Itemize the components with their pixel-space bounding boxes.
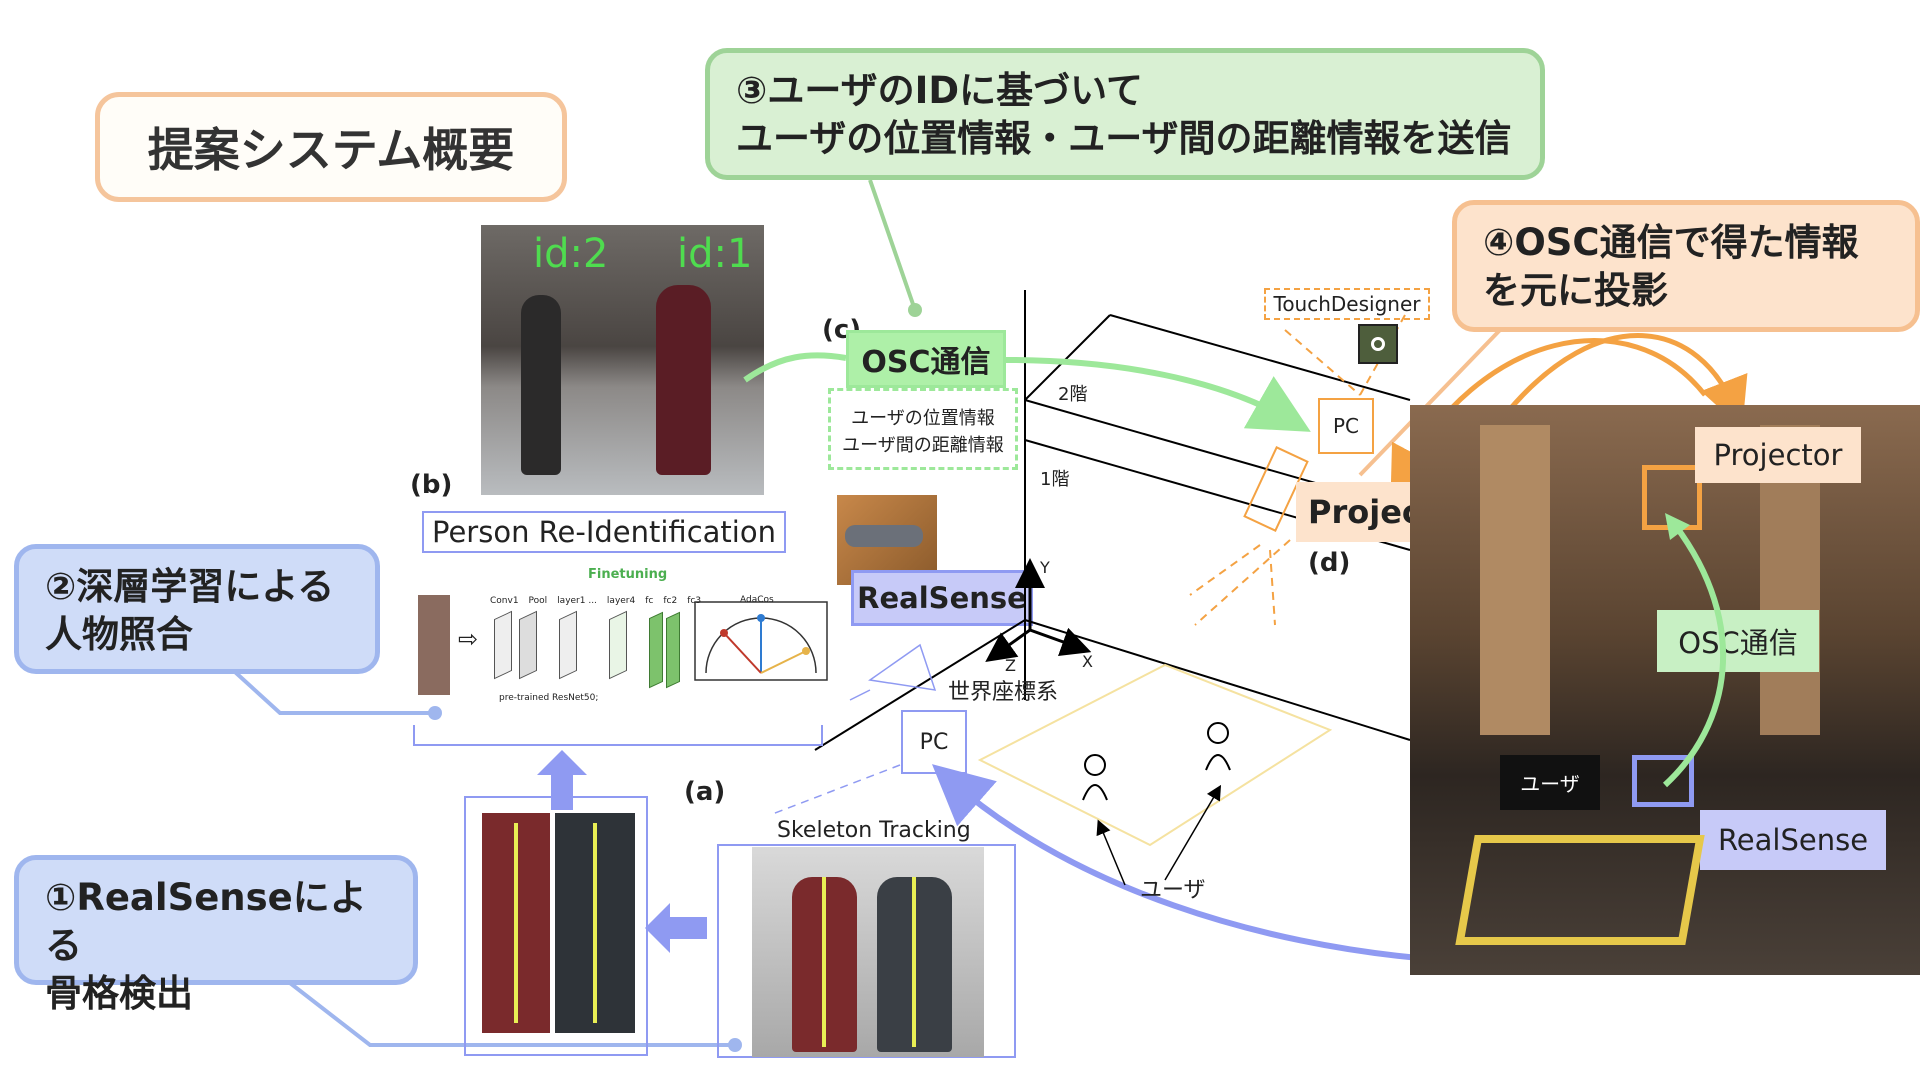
finetuning-label: Finetuning	[588, 567, 668, 582]
layer-label-row: Conv1 Pool layer1 ... layer4 fc fc2 fc3	[490, 596, 701, 606]
user-label: ユーザ	[1140, 878, 1206, 903]
green-arrow-icon	[1662, 513, 1727, 788]
callout-line: 人物照合	[45, 613, 193, 656]
page-title: 提案システム概要	[95, 92, 567, 202]
id-label: id:2	[533, 231, 609, 277]
osc-center-box: OSC通信	[846, 330, 1006, 388]
callout-line: ④OSC通信で得た情報	[1483, 221, 1859, 264]
layer-label: layer4	[606, 596, 636, 606]
callout-line: ③ユーザのIDに基づいて	[736, 69, 1143, 112]
skeleton-crop	[482, 813, 550, 1033]
skeleton-title: Skeleton Tracking	[777, 818, 971, 843]
layer-label: fc3	[687, 596, 702, 606]
layer-label: fc	[645, 596, 654, 606]
callout-reid: ②深層学習による 人物照合	[14, 544, 380, 674]
pc-top-box: PC	[1318, 398, 1374, 454]
callout-line: ユーザの位置情報・ユーザ間の距離情報を送信	[736, 117, 1512, 160]
camera-body	[845, 525, 923, 547]
user-photo-label: ユーザ	[1520, 772, 1580, 796]
projector-photo-label: Projector	[1695, 427, 1861, 483]
axis-z-label: Z	[1005, 656, 1016, 675]
user-screen: ユーザ	[1500, 755, 1600, 810]
skeleton-photo	[752, 847, 984, 1057]
skeleton-crop	[555, 813, 635, 1033]
up-arrow-icon	[537, 750, 587, 810]
callout-line: ②深層学習による	[45, 565, 335, 608]
skeleton-line	[593, 823, 597, 1023]
skeleton-line	[514, 823, 518, 1023]
realsense-center-box: RealSense	[851, 570, 1033, 626]
pc-box: PC	[901, 710, 967, 774]
realsense-photo-label: RealSense	[1700, 810, 1886, 870]
floor-2-label: 2階	[1058, 384, 1088, 405]
callout-skeleton: ①RealSenseによる 骨格検出	[14, 855, 418, 1015]
osc-info-box: ユーザの位置情報 ユーザ間の距離情報	[828, 388, 1018, 470]
adacos-label: AdaCos	[740, 595, 774, 605]
skeleton-line	[822, 877, 826, 1047]
layer-label: layer1 ...	[557, 596, 597, 606]
label-d: (d)	[1308, 548, 1351, 578]
touchdesigner-icon-inner	[1371, 337, 1385, 351]
label-a: (a)	[684, 777, 726, 807]
realsense-marker	[1632, 755, 1694, 807]
building-column	[1480, 425, 1550, 735]
person-figure	[521, 295, 561, 475]
osc-info-line: ユーザの位置情報	[851, 408, 995, 429]
reid-photo: id:2 id:1	[481, 225, 764, 495]
input-person	[418, 595, 450, 695]
axis-y-label: Y	[1040, 558, 1050, 577]
layer-label: Pool	[528, 596, 548, 606]
osc-photo-label: OSC通信	[1657, 610, 1819, 672]
axis-x-label: X	[1082, 652, 1093, 671]
installation-photo: Projector OSC通信 ユーザ RealSense	[1410, 405, 1920, 975]
callout-projection: ④OSC通信で得た情報 を元に投影	[1452, 200, 1920, 332]
person-figure	[656, 285, 711, 475]
touchdesigner-icon	[1358, 324, 1398, 364]
skeleton-line	[912, 877, 916, 1047]
network-diagram: Finetuning ⇨ AdaCos pre-trained ResNet50…	[414, 565, 830, 705]
left-arrow-icon	[645, 903, 707, 953]
layer-label: Conv1	[490, 596, 519, 606]
adacos-diagram	[694, 601, 828, 681]
world-coordinates-label: 世界座標系	[948, 680, 1059, 705]
reid-title: Person Re-Identification	[422, 511, 786, 553]
callout-line: を元に投影	[1483, 269, 1668, 312]
osc-info-line: ユーザ間の距離情報	[842, 435, 1004, 456]
touchdesigner-box: TouchDesigner	[1264, 288, 1430, 320]
callout-line: ①RealSenseによる	[45, 876, 367, 967]
id-label: id:1	[677, 231, 753, 277]
resnet-label: pre-trained ResNet50;	[499, 693, 599, 703]
callout-osc-send: ③ユーザのIDに基づいて ユーザの位置情報・ユーザ間の距離情報を送信	[705, 48, 1545, 180]
arrow-icon: ⇨	[458, 625, 479, 653]
label-b: (b)	[410, 470, 453, 500]
floor-1-label: 1階	[1040, 469, 1070, 490]
floor-projection	[1455, 835, 1705, 945]
callout-line: 骨格検出	[45, 972, 193, 1015]
layer-label: fc2	[663, 596, 678, 606]
